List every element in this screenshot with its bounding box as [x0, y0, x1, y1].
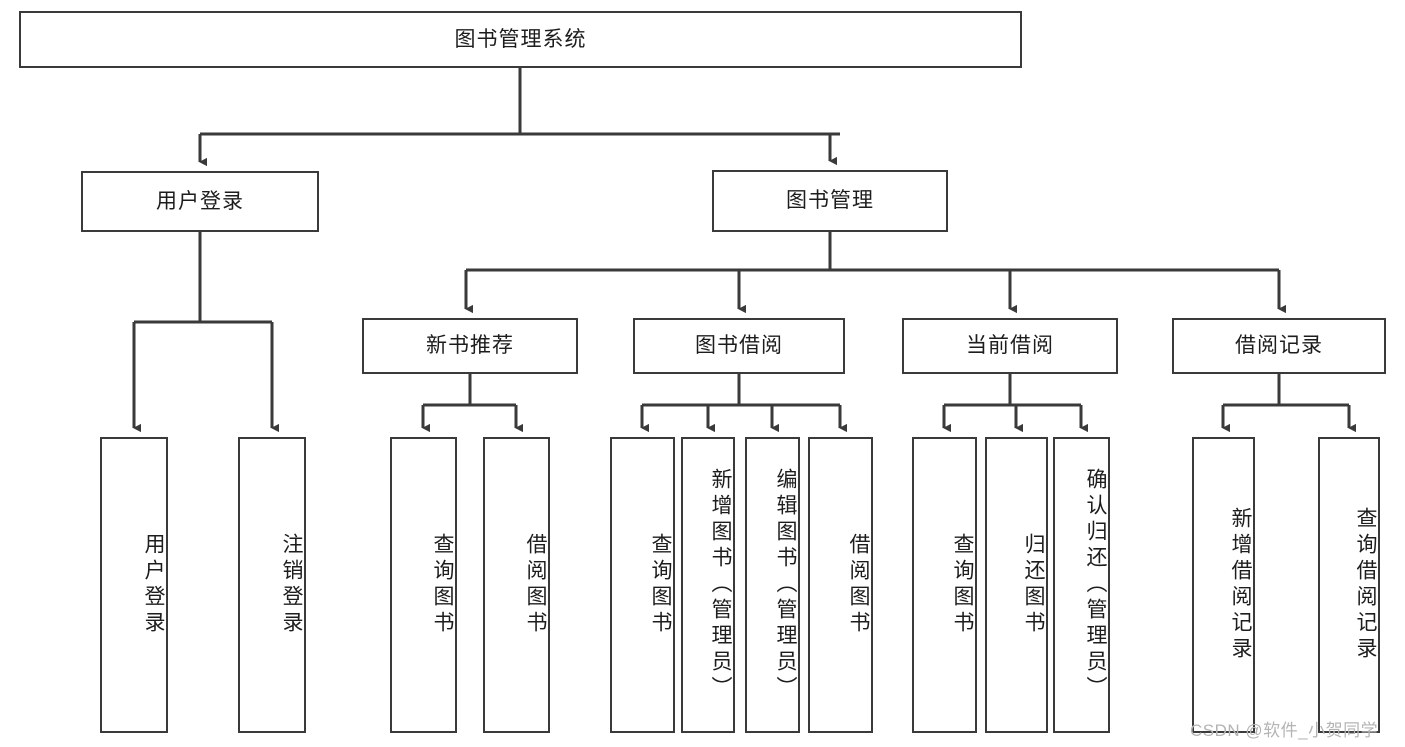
- node-leaf-borrow-book-1[interactable]: 借阅图书: [483, 437, 550, 733]
- node-label: 借阅图书: [847, 533, 870, 637]
- node-label: 图书管理: [786, 189, 874, 213]
- node-label: 确认归还（管理员）: [1084, 468, 1107, 702]
- node-label: 新书推荐: [426, 334, 514, 358]
- node-book-management[interactable]: 图书管理: [712, 170, 948, 232]
- node-label: 查询图书: [649, 533, 672, 637]
- node-label: 用户登录: [156, 189, 244, 213]
- node-book-borrow[interactable]: 图书借阅: [633, 318, 845, 374]
- node-leaf-confirm-return[interactable]: 确认归还（管理员）: [1053, 437, 1110, 733]
- node-label: 注销登录: [280, 533, 303, 637]
- node-leaf-borrow-book-2[interactable]: 借阅图书: [808, 437, 873, 733]
- watermark-text: CSDN @软件_小贺同学: [1190, 721, 1379, 740]
- node-current-borrow[interactable]: 当前借阅: [902, 318, 1118, 374]
- node-leaf-add-borrow-record[interactable]: 新增借阅记录: [1192, 437, 1255, 733]
- node-leaf-return-book[interactable]: 归还图书: [985, 437, 1048, 733]
- node-leaf-query-borrow-record[interactable]: 查询借阅记录: [1318, 437, 1380, 733]
- node-label: 用户登录: [142, 533, 165, 637]
- node-label: 新增图书（管理员）: [709, 468, 732, 702]
- node-label: 查询图书: [951, 533, 974, 637]
- node-leaf-query-book-2[interactable]: 查询图书: [610, 437, 675, 733]
- node-label: 借阅记录: [1235, 334, 1323, 358]
- node-leaf-user-logout[interactable]: 注销登录: [238, 437, 306, 733]
- node-leaf-query-book-3[interactable]: 查询图书: [912, 437, 977, 733]
- node-new-book-recommend[interactable]: 新书推荐: [362, 318, 578, 374]
- node-root-system[interactable]: 图书管理系统: [19, 11, 1022, 68]
- node-user-login[interactable]: 用户登录: [81, 171, 319, 232]
- node-leaf-add-book[interactable]: 新增图书（管理员）: [681, 437, 735, 733]
- node-label: 查询图书: [431, 533, 454, 637]
- node-label: 借阅图书: [524, 533, 547, 637]
- node-borrow-record[interactable]: 借阅记录: [1172, 318, 1386, 374]
- node-leaf-user-login[interactable]: 用户登录: [100, 437, 168, 733]
- node-label: 查询借阅记录: [1354, 507, 1377, 663]
- node-label: 编辑图书（管理员）: [774, 468, 797, 702]
- node-label: 新增借阅记录: [1229, 507, 1252, 663]
- node-label: 图书管理系统: [454, 27, 587, 51]
- node-label: 当前借阅: [966, 334, 1054, 358]
- node-leaf-query-book-1[interactable]: 查询图书: [390, 437, 457, 733]
- node-leaf-edit-book[interactable]: 编辑图书（管理员）: [745, 437, 800, 733]
- node-label: 图书借阅: [695, 334, 783, 358]
- node-label: 归还图书: [1022, 533, 1045, 637]
